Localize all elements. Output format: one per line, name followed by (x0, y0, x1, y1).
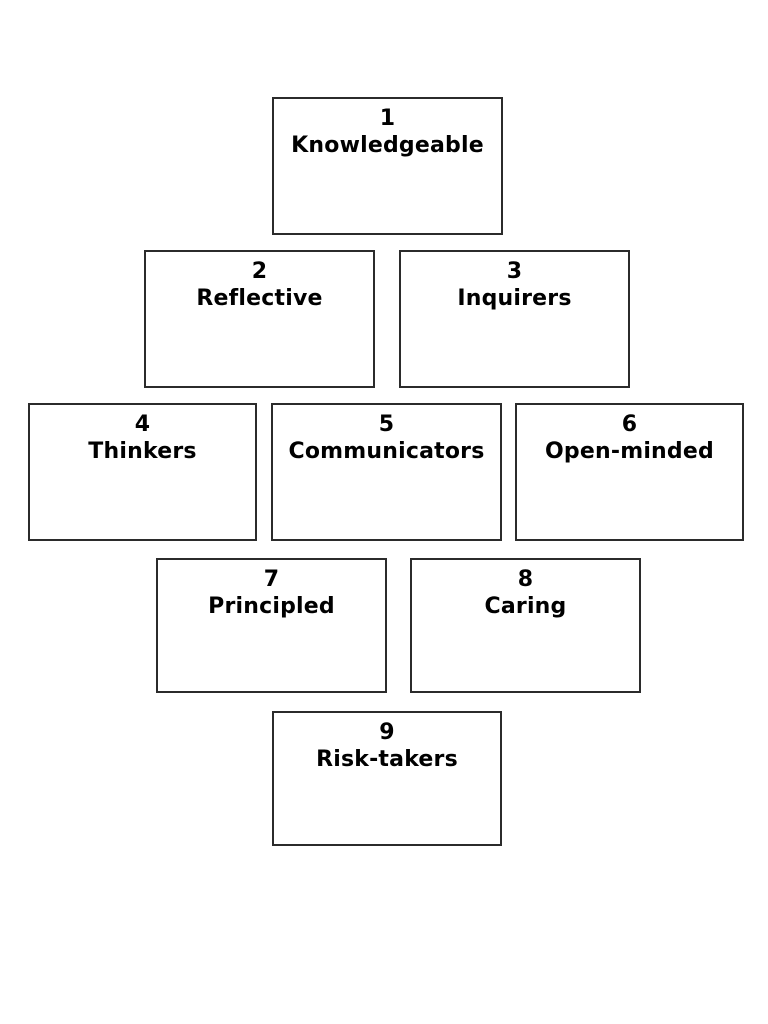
box-label: Knowledgeable (291, 133, 484, 158)
box-label: Thinkers (88, 439, 197, 464)
diagram-box-thinkers: 4 Thinkers (28, 403, 257, 541)
box-label: Inquirers (457, 286, 572, 311)
diagram-box-open-minded: 6 Open-minded (515, 403, 744, 541)
box-number: 9 (379, 720, 395, 745)
box-number: 3 (506, 259, 523, 284)
box-number: 7 (263, 567, 280, 592)
box-number: 6 (621, 412, 638, 437)
diagram-box-communicators: 5 Communicators (271, 403, 502, 541)
diagram-box-risk-takers: 9 Risk-takers (272, 711, 502, 846)
box-number: 4 (134, 412, 151, 437)
diagram-box-principled: 7 Principled (156, 558, 387, 693)
box-label: Reflective (196, 286, 323, 311)
box-label: Open-minded (545, 439, 714, 464)
diagram-box-knowledgeable: 1 Knowledgeable (272, 97, 503, 235)
diagram-box-inquirers: 3 Inquirers (399, 250, 630, 388)
diagram-box-caring: 8 Caring (410, 558, 641, 693)
box-label: Communicators (288, 439, 485, 464)
box-label: Risk-takers (316, 747, 458, 772)
box-label: Principled (208, 594, 335, 619)
box-number: 5 (378, 412, 395, 437)
box-label: Caring (484, 594, 567, 619)
box-number: 8 (517, 567, 534, 592)
box-number: 2 (251, 259, 268, 284)
diagram-box-reflective: 2 Reflective (144, 250, 375, 388)
box-number: 1 (379, 106, 396, 131)
